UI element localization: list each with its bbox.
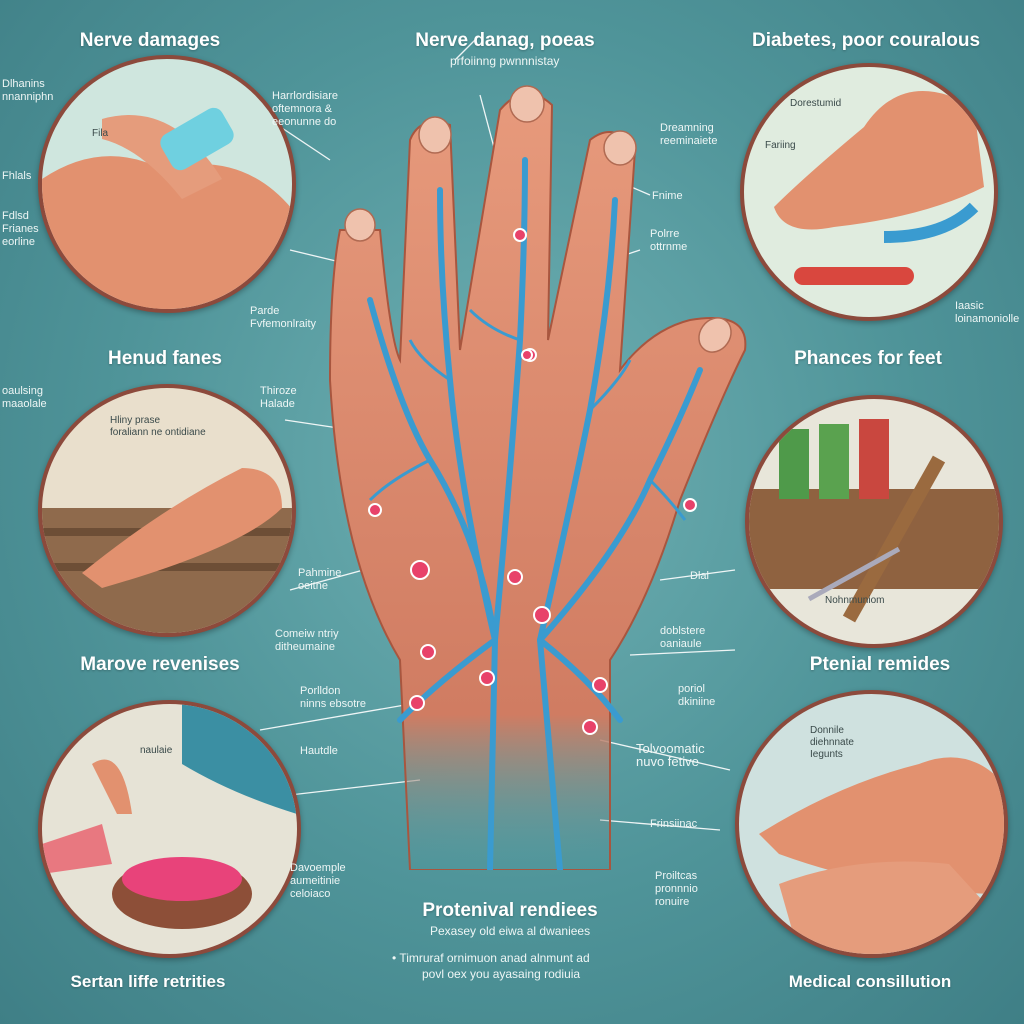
heading-nerve-danag: Nerve danag, poeas (415, 30, 595, 51)
label: naulaie (140, 745, 173, 756)
hand-nerve-illustration (328, 85, 747, 870)
circle-remedies-jars (745, 395, 1003, 648)
nerve-points (368, 228, 697, 735)
heading-sertan: Sertan liffe retrities (70, 972, 226, 991)
protenival-bullet-2: povl oex you ayasaing rodiuia (422, 967, 581, 981)
heading-ptenial: Ptenial remides (809, 654, 951, 675)
label: Fila (92, 128, 109, 139)
label: Fnime (652, 190, 683, 202)
label: Fhlals (2, 170, 32, 182)
heading-phances: Phances for feet (794, 348, 942, 369)
heading-nerve-damages: Nerve damages (79, 30, 221, 51)
circle-medical-consultation (735, 690, 1008, 958)
label: Frinsiinac (650, 818, 698, 830)
heading-diabetes: Diabetes, poor couralous (751, 30, 981, 51)
fingernails (344, 85, 732, 353)
heading-medical: Medical consillution (788, 972, 952, 991)
protenival-sub: Pexasey old eiwa al dwaniees (430, 924, 591, 938)
protenival-bullet: • Timruraf ornimuon anad alnmunt ad (392, 951, 590, 965)
heading-nerve-danag-sub: prfoiinng pwnnnistay (450, 54, 560, 68)
bullet-text: Timruraf ornimuon anad alnmunt ad (399, 951, 590, 965)
circle-foot (740, 63, 998, 321)
heading-hand-fanes: Henud fanes (107, 348, 223, 369)
heading-marove: Marove revenises (80, 654, 240, 675)
veins (367, 157, 703, 870)
label: Nohnmuniom (825, 595, 885, 606)
circle-food (38, 700, 301, 958)
label: Hautdle (300, 745, 338, 757)
label: Dlal (690, 570, 709, 582)
circle-hand-tingling (38, 55, 296, 313)
label: Dorestumid (790, 98, 842, 109)
palm (328, 92, 747, 870)
circle-hand-on-wood (38, 384, 296, 637)
heading-protenival: Protenival rendiees (422, 900, 598, 921)
label: Fariing (765, 140, 796, 151)
